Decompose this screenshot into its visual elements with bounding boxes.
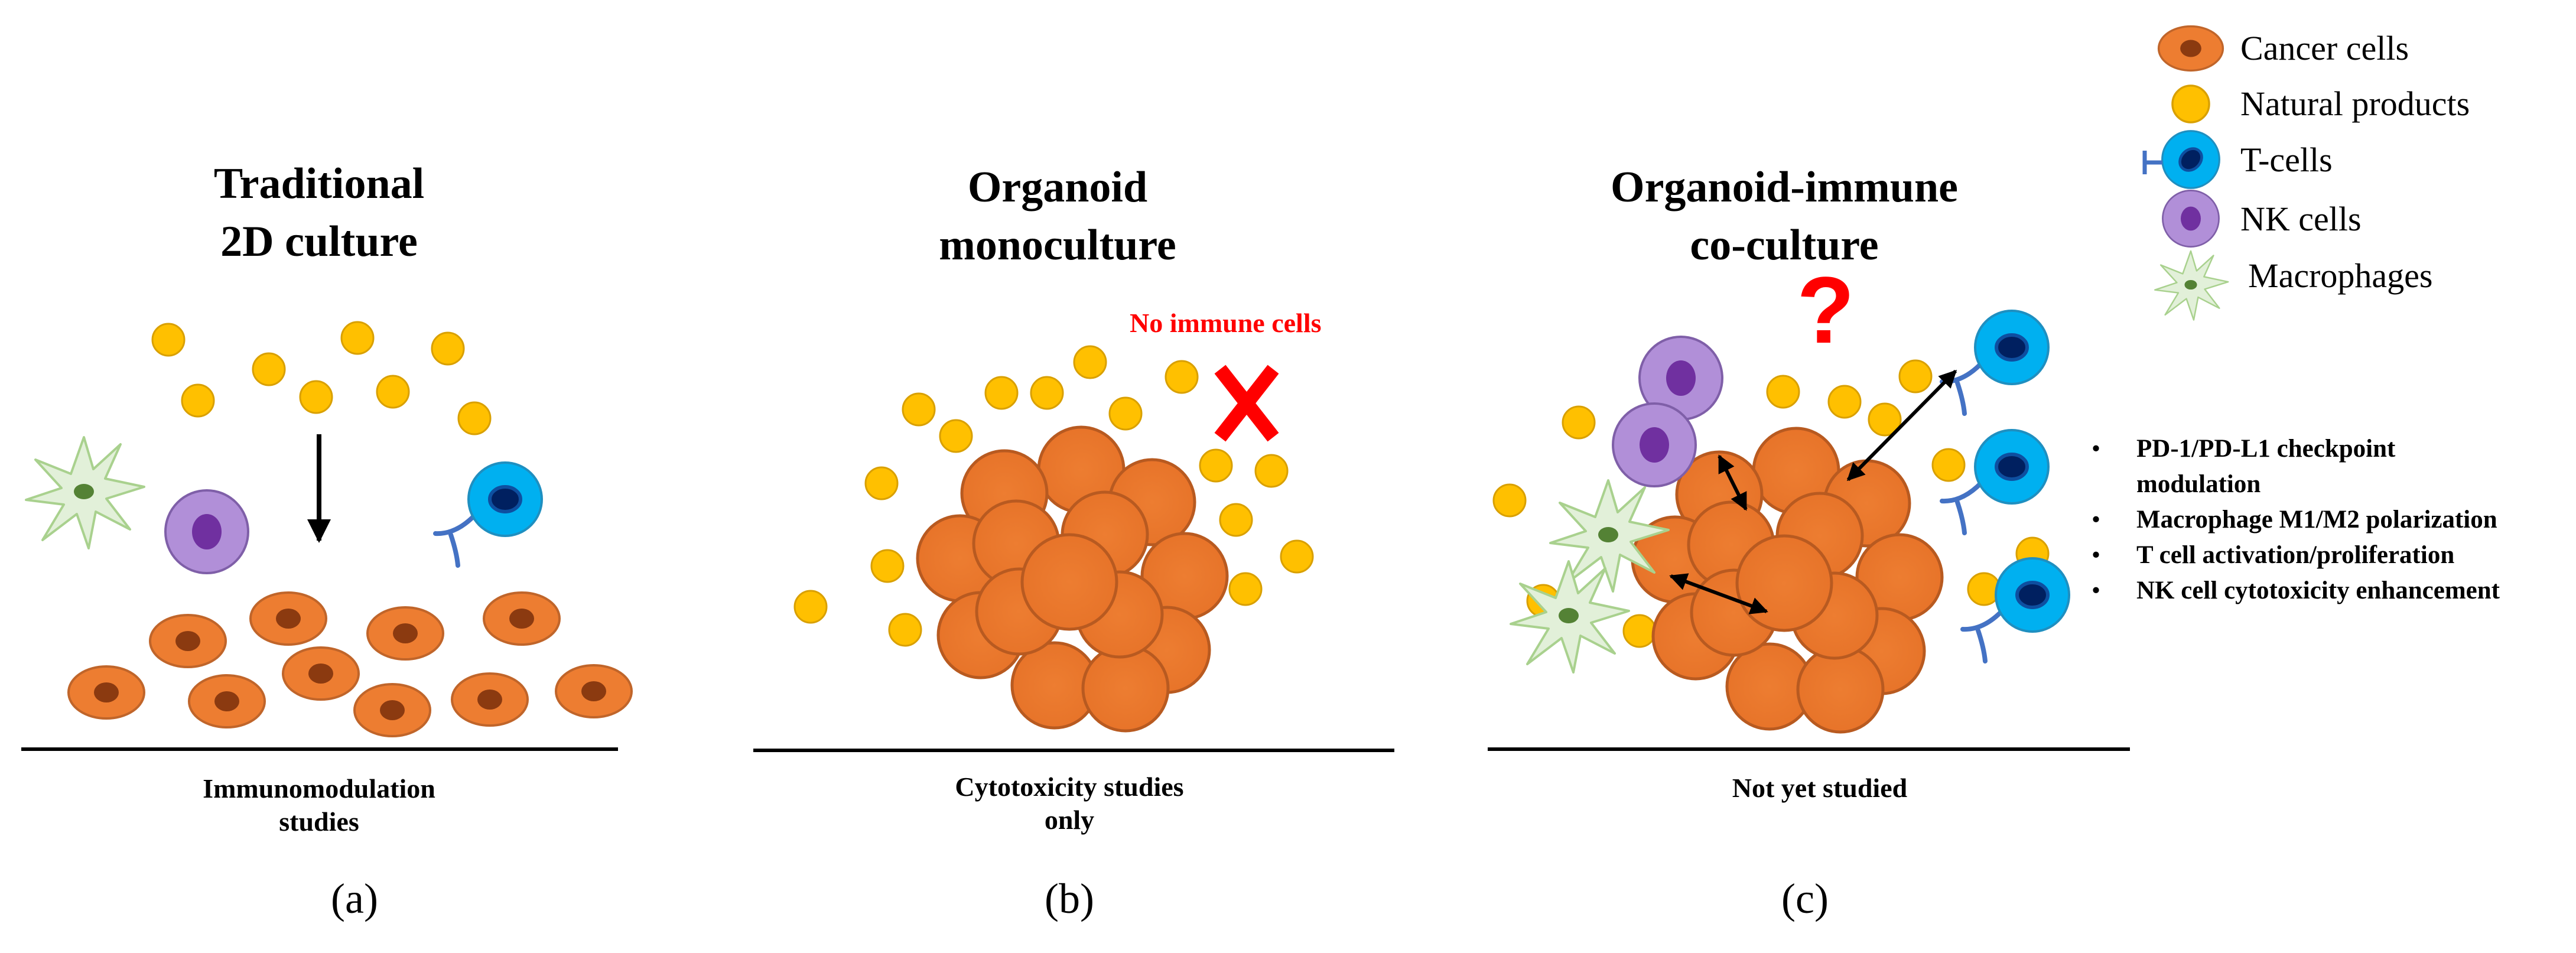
panel-c-label: (c)	[1781, 875, 1829, 922]
cancer-cell	[555, 664, 633, 718]
panel-a-title-line2: 2D culture	[220, 217, 418, 266]
natural-product-dot	[252, 352, 286, 386]
panel-b-label: (b)	[1045, 875, 1094, 922]
mechanisms-list: PD-1/PD-L1 checkpoint modulation Macroph…	[2092, 431, 2500, 609]
cancer-cell-icon	[2157, 25, 2224, 72]
macrophage-icon	[2154, 250, 2229, 321]
natural-product-dot	[984, 376, 1019, 410]
natural-product-dot	[340, 321, 375, 355]
interaction-arrows	[1669, 369, 1957, 614]
natural-product-dot	[888, 613, 922, 647]
panel-c-title: Organoid-immune co-culture	[1548, 158, 2021, 274]
panel-b-caption-line2: only	[1044, 805, 1095, 835]
natural-product-dot	[1165, 360, 1199, 394]
t-cell-icon	[2161, 130, 2220, 189]
cancer-cell	[451, 672, 529, 727]
cancer-cell	[282, 646, 360, 701]
panel-b-caption-line1: Cytotoxicity studies	[955, 772, 1184, 802]
natural-product-icon	[2171, 84, 2210, 123]
nk-cell	[164, 489, 249, 574]
natural-product-dot	[902, 392, 936, 427]
mechanism-item: NK cell cytotoxicity enhancement	[2092, 573, 2500, 609]
natural-product-dot	[1030, 376, 1064, 410]
natural-product-dot	[870, 549, 905, 583]
panel-a-products	[151, 321, 492, 435]
natural-product-dot	[793, 590, 828, 624]
t-cell	[1942, 311, 2048, 414]
panel-c-caption: Not yet studied	[1732, 773, 1908, 803]
mechanism-item: T cell activation/proliferation	[2092, 538, 2500, 573]
mechanism-item: PD-1/PD-L1 checkpoint	[2092, 431, 2500, 467]
legend-label-macrophages: Macrophages	[2248, 256, 2433, 295]
panel-a-title-line1: Traditional	[213, 160, 425, 208]
natural-product-dot	[1931, 448, 1966, 482]
macrophage-cell	[25, 436, 145, 549]
nk-cell	[1612, 402, 1697, 487]
natural-product-dot	[939, 419, 973, 453]
natural-product-dot	[1073, 345, 1107, 379]
t-cell-receptor	[2142, 151, 2162, 174]
panel-b-title-line1: Organoid	[967, 163, 1148, 212]
organoid-b	[916, 425, 1229, 733]
panel-c-title-line1: Organoid-immune	[1611, 163, 1958, 212]
cancer-cell	[366, 606, 444, 661]
panel-a-title: Traditional 2D culture	[142, 155, 496, 271]
natural-product-dot	[457, 401, 492, 435]
t-cell	[1942, 430, 2048, 533]
legend-label-cancer-cells: Cancer cells	[2240, 29, 2409, 67]
natural-product-dot	[1219, 503, 1253, 537]
red-x-mark	[1214, 365, 1279, 442]
panel-a-label: (a)	[331, 875, 378, 922]
legend-label-natural-products: Natural products	[2240, 84, 2470, 123]
cancer-cell	[188, 674, 266, 728]
natural-product-dot	[431, 331, 465, 366]
natural-product-dot	[1108, 396, 1143, 431]
panel-a-caption-line1: Immunomodulation	[203, 773, 435, 804]
cancer-cell	[149, 614, 227, 668]
t-cell	[435, 463, 542, 565]
legend-icons	[2142, 25, 2229, 321]
panel-b-title-line2: monoculture	[939, 221, 1176, 269]
mechanism-item: Macrophage M1/M2 polarization	[2092, 502, 2500, 538]
natural-product-dot	[1280, 539, 1314, 574]
natural-product-dot	[181, 383, 215, 418]
natural-product-dot	[1766, 375, 1800, 409]
natural-product-dot	[1898, 359, 1933, 393]
natural-product-dot	[1622, 614, 1657, 648]
panel-c-title-line2: co-culture	[1690, 221, 1879, 269]
panel-b-caption: Cytotoxicity studies only	[886, 770, 1253, 837]
legend-label-nk-cells: NK cells	[2240, 200, 2362, 238]
natural-product-dot	[376, 375, 410, 409]
natural-product-dot	[1827, 385, 1862, 419]
natural-product-dot	[151, 323, 186, 357]
nk-cell-icon	[2162, 190, 2220, 248]
natural-product-dot	[1492, 483, 1527, 518]
no-immune-cells-note: No immune cells	[1130, 308, 1322, 338]
panel-a-caption-line2: studies	[279, 806, 359, 837]
natural-product-dot	[864, 466, 899, 500]
cancer-cell	[249, 591, 327, 646]
cancer-cell	[483, 591, 561, 646]
panel-b-title: Organoid monoculture	[874, 158, 1241, 274]
cancer-cell	[353, 683, 431, 737]
panel-a-caption: Immunomodulation studies	[142, 772, 496, 838]
legend-label-t-cells: T-cells	[2240, 141, 2333, 179]
panel-a-cancer-monolayer	[67, 591, 633, 737]
natural-product-dot	[1199, 448, 1233, 483]
natural-product-dot	[1562, 405, 1596, 440]
natural-product-dot	[299, 380, 333, 414]
organoid-c	[1631, 427, 1944, 734]
natural-product-dot	[1228, 572, 1263, 606]
cancer-cell	[67, 665, 145, 720]
mechanism-item-continuation: modulation	[2136, 470, 2261, 498]
question-mark: ?	[1797, 257, 1855, 363]
natural-product-dot	[1254, 454, 1289, 488]
